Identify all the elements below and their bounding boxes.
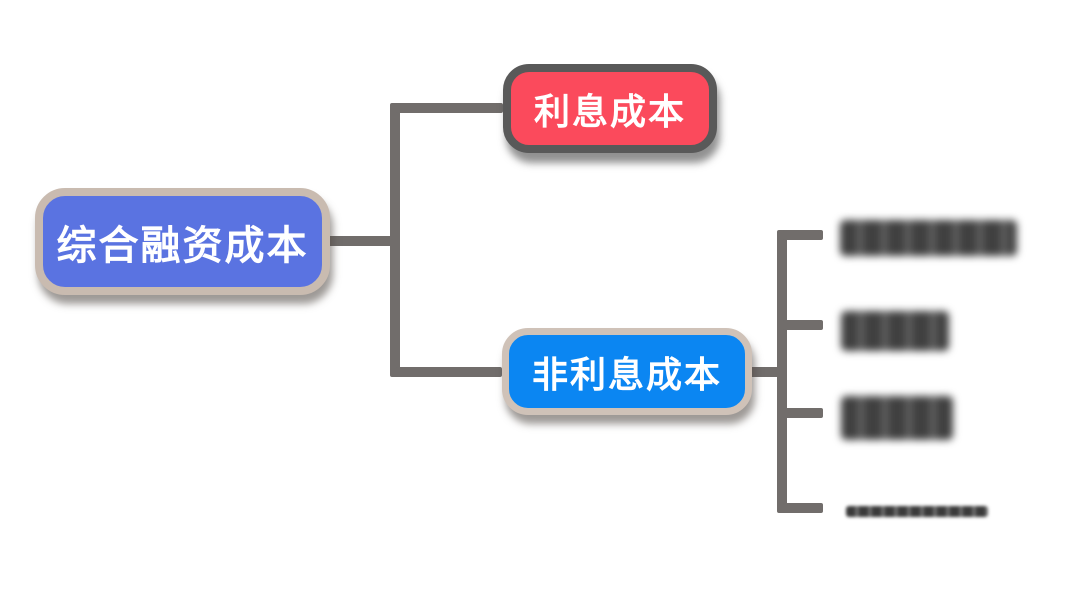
edge-noninterest-stub	[750, 367, 783, 377]
redacted-leaf-2[interactable]	[841, 311, 949, 351]
edge-branch-3	[783, 408, 823, 418]
node-root-label: 综合融资成本	[56, 223, 309, 268]
edge-left-vertical	[390, 103, 400, 377]
redacted-leaf-1[interactable]	[840, 220, 1017, 256]
edge-right-vertical	[777, 230, 787, 513]
node-noninterest-cost[interactable]: 非利息成本	[502, 328, 752, 415]
edge-to-interest-node	[396, 103, 503, 113]
node-interest-cost[interactable]: 利息成本	[503, 64, 717, 153]
redacted-leaf-3[interactable]	[841, 396, 953, 440]
node-root[interactable]: 综合融资成本	[35, 188, 330, 295]
node-noninterest-cost-label: 非利息成本	[531, 353, 722, 395]
redacted-leaf-4[interactable]	[846, 506, 988, 517]
edge-root-to-junction	[326, 236, 396, 246]
edge-branch-1	[783, 230, 823, 240]
edge-to-noninterest-node	[396, 367, 502, 377]
edge-branch-4	[783, 503, 823, 513]
node-interest-cost-label: 利息成本	[533, 90, 686, 132]
edge-branch-2	[783, 320, 823, 330]
